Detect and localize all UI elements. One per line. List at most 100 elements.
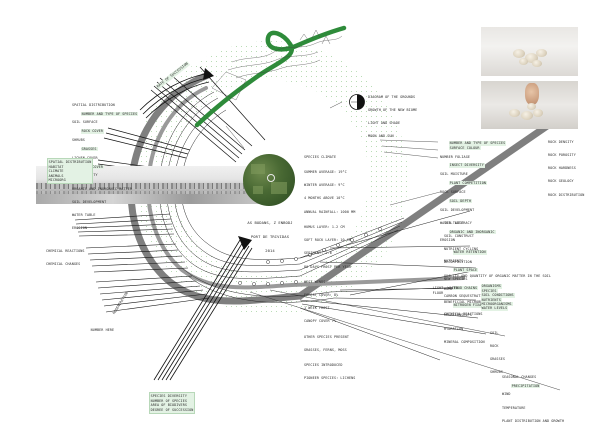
right-arm-lines xyxy=(299,210,487,361)
arrow-bundle-bottom xyxy=(153,236,253,381)
list-item: SOIL xyxy=(490,330,499,335)
list-item: SPECIES xyxy=(480,288,498,294)
list-item: ROCK POROSITY xyxy=(548,153,576,158)
list-item: NITROGEN FIXATION xyxy=(452,303,491,308)
list-item: NUTRIENTS xyxy=(480,297,502,303)
center-title-line: AS BODANS, Z ENBODJ xyxy=(247,220,293,226)
arm-label: LIGHT, WATER FLOOR xyxy=(424,282,459,300)
species-type-list: NUMBER AND TYPE OF SPECIES SURFACE COLOU… xyxy=(440,137,507,252)
moon-sun-icon xyxy=(349,94,365,110)
list-item: NEW SPECIES xyxy=(444,276,468,281)
hand-rocks-photo xyxy=(481,81,578,129)
list-item: SOIL CONDITIONS xyxy=(480,293,515,298)
list-item: ORGANIC AND INORGANIC xyxy=(448,229,496,234)
list-item: NUTRIENT CYCLING xyxy=(444,247,479,252)
list-item: PLANT DISTRIBUTION AND GROWTH xyxy=(502,418,565,423)
list-item: LICHEN_COVER xyxy=(72,156,138,160)
list-item: GRASSES, FERNS, MOSS xyxy=(304,347,347,352)
arm-label-text: FLOOR xyxy=(432,290,444,295)
list-item: PRECIPITATION xyxy=(510,383,541,389)
list-item: ROCK GEOLOGY xyxy=(548,179,574,184)
left-mid-list: SPATIAL DISTRIBUTION HABITAT CLIMATE ANI… xyxy=(38,154,94,189)
legend-item: LIGHT AND SHADE xyxy=(368,121,401,126)
main-arc-outer xyxy=(127,71,570,305)
list-item: WINTER AVERAGE: 9°C xyxy=(304,183,345,188)
legend-item: GROWTH OF THE NEW BIOME xyxy=(368,108,418,113)
list-item: BENEFICIAL MICROBES xyxy=(444,300,485,305)
list-item: SOIL SURFACE xyxy=(72,120,98,125)
list-item: QUALITY AND QUANTITY OF ORGANIC MATTER I… xyxy=(444,273,552,278)
list-heading: NUMBER AND TYPE OF SPECIES xyxy=(448,141,507,146)
note-text: NUMBER HERE xyxy=(90,328,115,333)
small-note: NUMBER HERE xyxy=(82,324,114,337)
list-item: CANOPY COVER 7% xyxy=(304,319,337,324)
arrow-bundle-top xyxy=(139,68,214,119)
list-item: WATER TABLE xyxy=(72,212,96,217)
list-item: SOIL LITERACY xyxy=(444,220,472,225)
radiating-lines-lower-left xyxy=(74,213,210,313)
list-item: EROSION xyxy=(440,238,455,243)
list-item: ROCK DISTRIBUTION xyxy=(548,192,585,197)
radiating-lines-upper-right xyxy=(379,139,441,206)
center-title-line: 2014 xyxy=(265,247,275,253)
list-item: PLANT SPACE xyxy=(452,268,479,273)
center-list: SPECIES CLIMATE SUMMER AVERAGE: 19°C WIN… xyxy=(304,146,355,390)
list-item: SOFT ROCK LAYER: 10 CM xyxy=(304,238,352,243)
list-item: TEMPERATURE xyxy=(502,405,526,410)
rocks-photo xyxy=(481,27,578,76)
list-item: HUMUS LAYER: 1-2 CM xyxy=(304,224,345,229)
rock-notes-list: ROCK DENSITY ROCK POROSITY ROCK HARDNESS… xyxy=(548,131,584,206)
arc-nodes xyxy=(238,227,382,286)
list-item: MICROORG xyxy=(48,178,66,183)
arm-label-text: LIGHT, WATER xyxy=(432,286,459,291)
list-item: HYDRATION xyxy=(444,326,464,331)
list-item: SOIL CONSTRUCT xyxy=(444,234,474,239)
list-item: 1 WEEK FROST xyxy=(304,306,330,311)
list-item: SURFACE COLOUR xyxy=(448,145,481,151)
list-item: WATER LEVELS xyxy=(480,306,509,311)
arc-bands xyxy=(158,91,477,303)
list-item: MICROORGANISMS xyxy=(480,302,513,307)
spatial-distribution-list: SPATIAL DISTRIBUTION NUMBER AND TYPE OF … xyxy=(72,94,139,239)
satellite-map xyxy=(243,154,295,206)
list-item: ROCK HARDNESS xyxy=(548,166,576,171)
list-item: HUMUS xyxy=(444,286,455,291)
list-item: HABITAT xyxy=(48,164,64,169)
list-item: OTHER SPECIES PRESENT xyxy=(304,334,349,339)
terrain-sketch xyxy=(211,29,343,101)
center-title-line: PORT DE TRIVIDAS xyxy=(250,233,290,239)
green-route xyxy=(194,25,347,128)
organisms-list: ORGANISMS SPECIES SOIL CONDITIONS NUTRIE… xyxy=(472,280,515,315)
list-item: NUMBER AND TYPE OF SPECIES xyxy=(80,111,139,117)
list-item: DECOMPOSITION xyxy=(444,260,472,265)
list-item: SPECIES INTRODUCED xyxy=(304,363,343,368)
list-item: PLANT COMPETITION xyxy=(448,181,487,186)
list-item: ROCK DENSITY xyxy=(548,139,574,144)
list-item: SHRUBS xyxy=(72,138,85,143)
bottom-left-list: SPECIES DIVERSITY NUMBER OF SPECIES AREA… xyxy=(140,388,196,418)
list-item: MINERAL COMPOSITION xyxy=(444,339,485,344)
list-item: ANIMALS xyxy=(48,173,64,178)
list-item: WIND xyxy=(502,392,511,397)
list-item: SOIL DEPTH xyxy=(448,198,472,204)
list-item: ORGANIC AND INORGANIC MATTER xyxy=(72,186,132,191)
list-item: SHRUBS xyxy=(490,370,503,375)
list-item: AREA OF BIODIVERS xyxy=(150,403,187,408)
legend-connector xyxy=(225,101,343,149)
water-list: WATER RETENTION NUTRIENTS PLANT SPACE NE… xyxy=(444,246,491,325)
list-item: GRASSES xyxy=(80,146,98,152)
left-low-list: CHEMICAL REACTIONS CHEMICAL CHANGES xyxy=(46,240,85,275)
list-item: ROCK COVER xyxy=(80,129,104,134)
legend-item: DIAGRAM OF THE GROUNDS xyxy=(368,94,416,99)
list-item: INSECT DIVERSITY xyxy=(448,163,485,168)
list-item: WATER RETENTION xyxy=(452,250,487,255)
list-item: CHEMICAL REACTIONS xyxy=(444,312,483,317)
list-item: WEST WINDS xyxy=(304,279,326,284)
list-item: SEASONAL CHANGES xyxy=(502,374,537,379)
list-item: ORGANISMS xyxy=(480,284,502,289)
list-item: DEGREE OF SUCCESSION xyxy=(150,407,194,412)
legend: DIAGRAM OF THE GROUNDS GROWTH OF THE NEW… xyxy=(368,86,417,148)
list-item: 80 DAYS FROST PER YEAR xyxy=(304,264,352,269)
list-item: WATER TABLE xyxy=(440,220,464,225)
